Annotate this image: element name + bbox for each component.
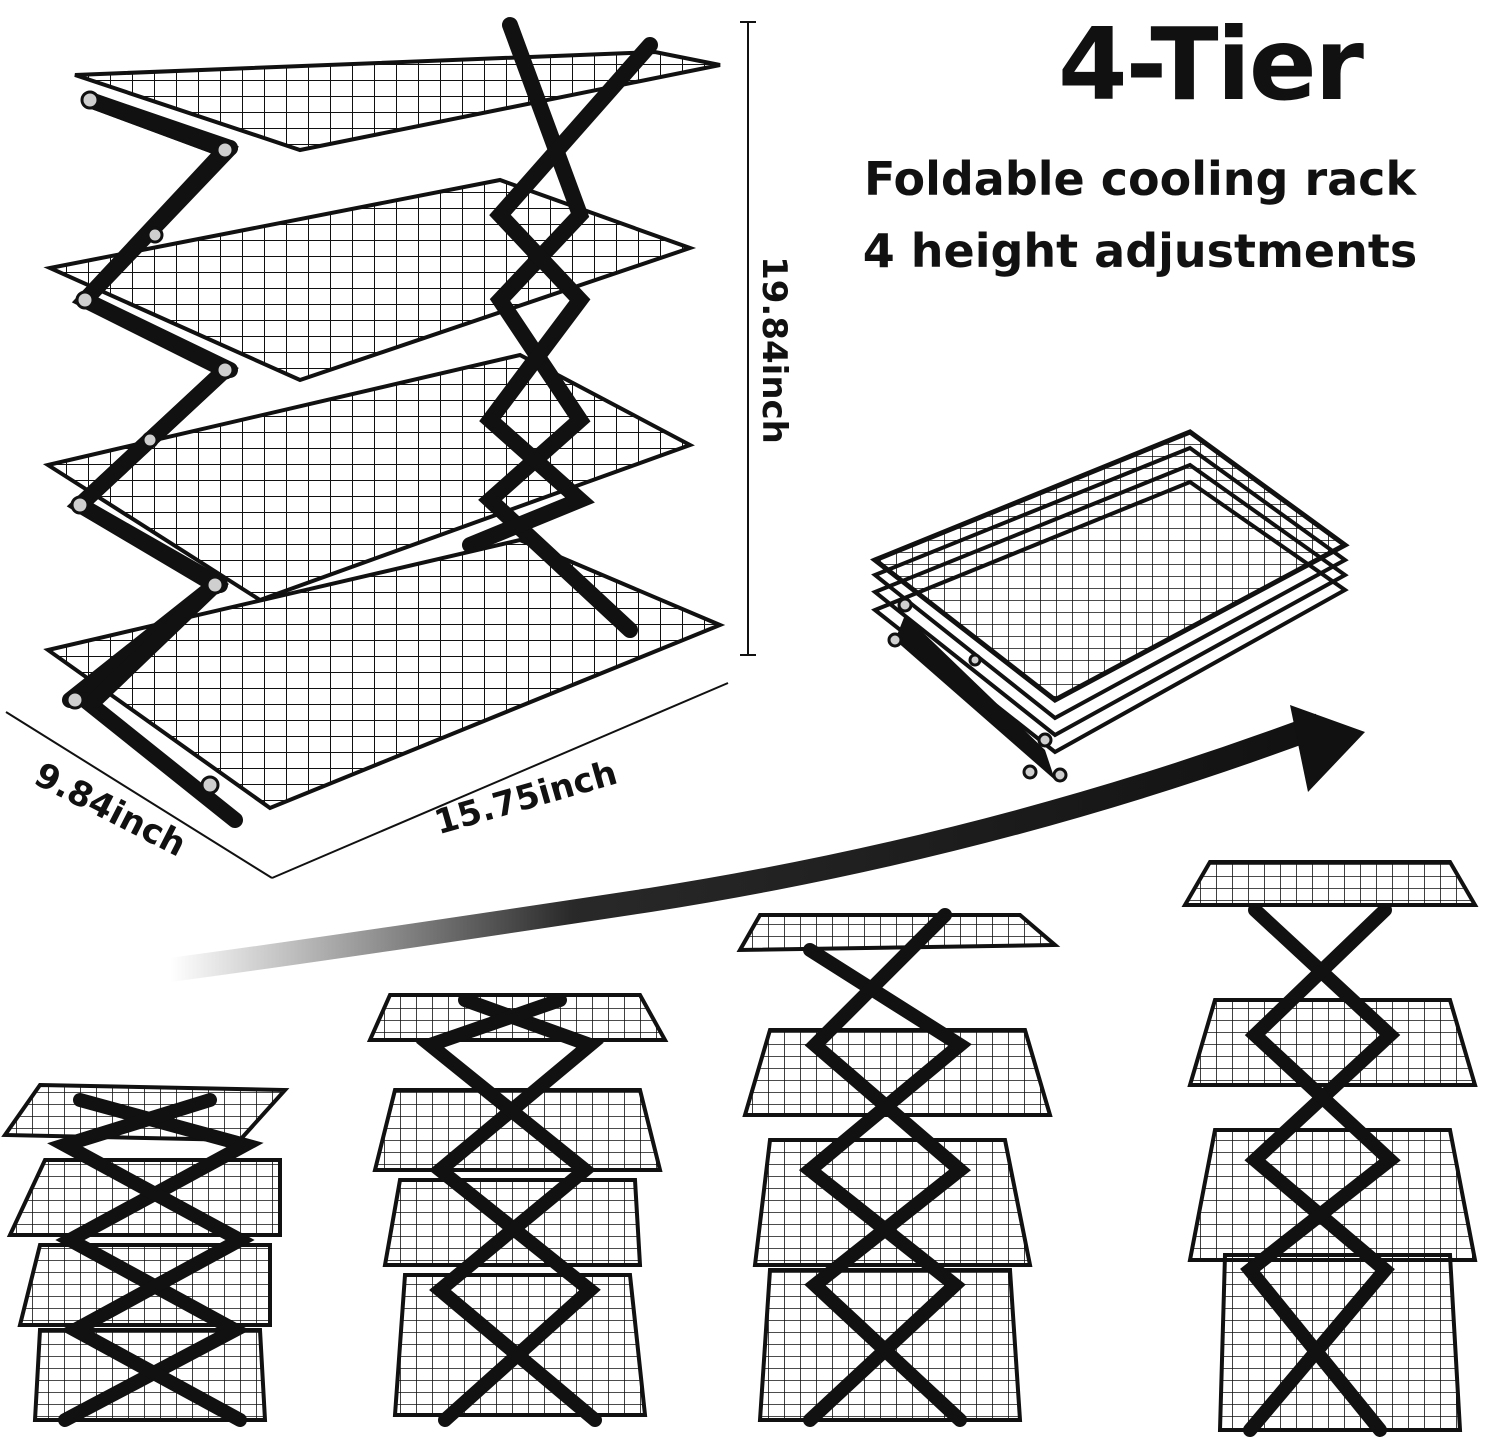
product-title: 4-Tier — [1057, 6, 1364, 123]
main-rack — [42, 17, 726, 828]
shelf-bottom — [43, 537, 726, 811]
shelf-3 — [42, 352, 695, 603]
folded-rack — [870, 429, 1350, 783]
product-subtitle-line2: 4 height adjustments — [862, 224, 1418, 278]
product-subtitle-line1: Foldable cooling rack — [863, 152, 1417, 206]
height-stage-2 — [366, 993, 669, 1427]
height-stage-4 — [1181, 860, 1479, 1437]
shelf-2 — [43, 177, 697, 383]
height-dimension-label: 19.84inch — [753, 256, 794, 444]
arrow-icon — [168, 705, 1365, 982]
dimension-lines — [5, 21, 756, 879]
height-stage-3 — [736, 908, 1061, 1427]
shelf-top — [74, 49, 721, 153]
main-rack-bolts — [65, 90, 235, 795]
height-stage-1 — [1, 1082, 290, 1427]
